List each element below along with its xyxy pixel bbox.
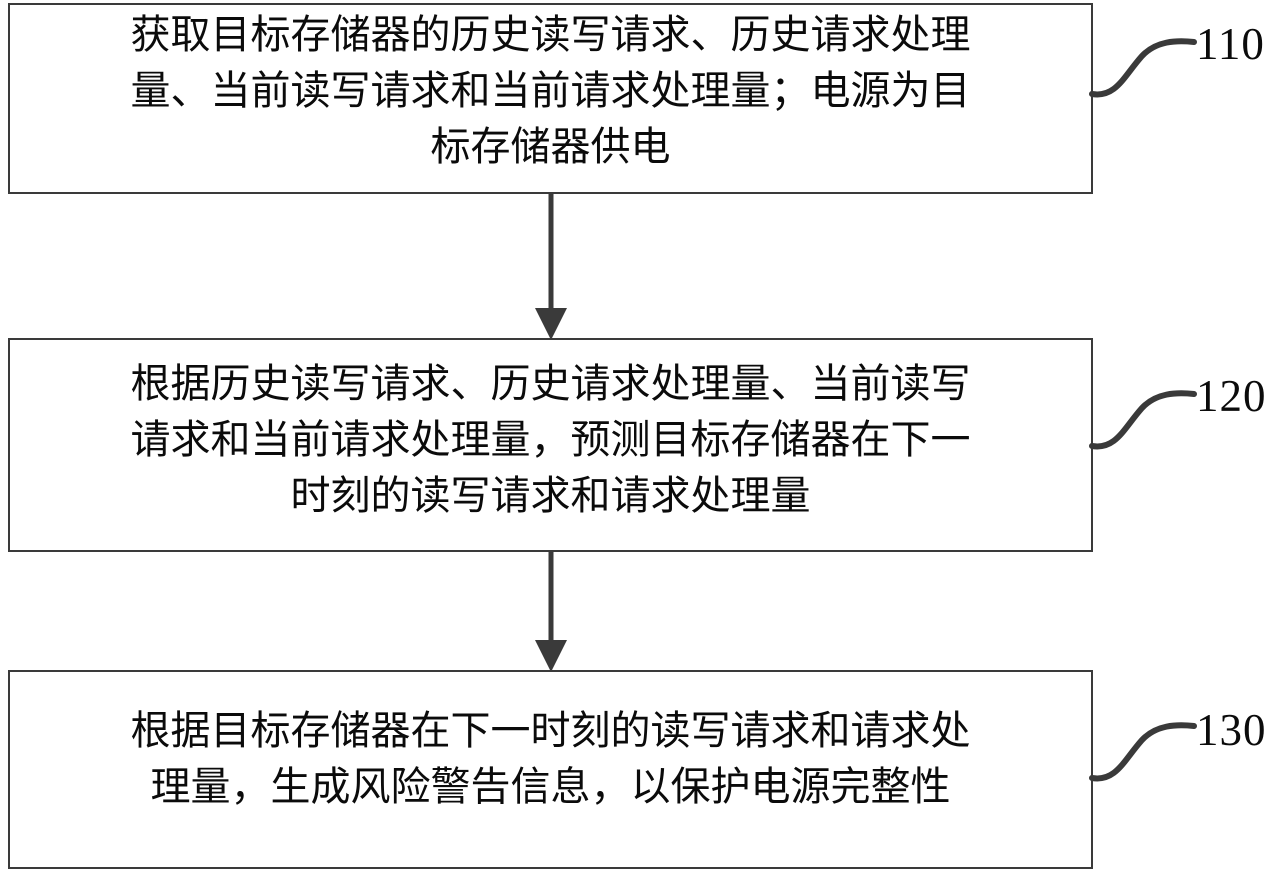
leader-line-110-icon <box>1089 38 1197 98</box>
arrow-head-icon <box>535 308 567 340</box>
leader-line-120-icon <box>1089 390 1197 450</box>
arrow-head-icon <box>535 640 567 672</box>
process-box-120-text: 根据历史读写请求、历史请求处理量、当前读写 请求和当前请求处理量，预测目标存储器… <box>130 361 971 518</box>
leader-line-130-icon <box>1089 722 1197 782</box>
process-box-130-text: 根据目标存储器在下一时刻的读写请求和请求处 理量，生成风险警告信息，以保护电源完… <box>130 707 971 809</box>
arrow-120-to-130 <box>535 550 567 672</box>
process-box-110: 获取目标存储器的历史读写请求、历史请求处理 量、当前读写请求和当前请求处理量；电… <box>8 3 1093 194</box>
reference-numeral-110: 110 <box>1196 19 1265 69</box>
process-box-110-text: 获取目标存储器的历史读写请求、历史请求处理 量、当前读写请求和当前请求处理量；电… <box>130 11 971 169</box>
process-box-130: 根据目标存储器在下一时刻的读写请求和请求处 理量，生成风险警告信息，以保护电源完… <box>8 670 1093 869</box>
reference-numeral-130: 130 <box>1196 705 1267 755</box>
reference-numeral-120: 120 <box>1196 371 1267 421</box>
process-box-120: 根据历史读写请求、历史请求处理量、当前读写 请求和当前请求处理量，预测目标存储器… <box>8 338 1093 552</box>
arrow-110-to-120 <box>535 192 567 340</box>
